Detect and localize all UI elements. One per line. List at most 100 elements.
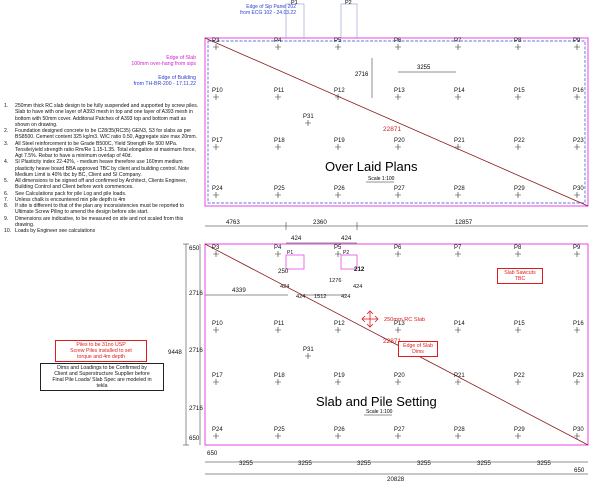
pile-marker bbox=[395, 192, 401, 198]
dim-212: 212 bbox=[354, 266, 365, 273]
pile-label: P3 bbox=[212, 245, 220, 251]
pile-spec-line2: Screw Piles installed to set bbox=[70, 348, 132, 354]
dim-424-c: 424 bbox=[280, 284, 289, 290]
pile-marker bbox=[275, 379, 281, 385]
sip-edge-label: Edge of Sip Panel 202 from ECG 102 - 24.… bbox=[236, 4, 296, 16]
pile-marker bbox=[455, 251, 461, 257]
pile-marker bbox=[515, 251, 521, 257]
pile-label: P28 bbox=[454, 186, 465, 192]
slab-edge-line2: 100mm over-hang from sips bbox=[131, 61, 196, 68]
pile-label: P20 bbox=[394, 138, 405, 144]
pile-marker bbox=[213, 379, 219, 385]
note-text: SI Plasticity index 22-42%, - medium hea… bbox=[15, 159, 190, 178]
dim-h-650-right: 650 bbox=[574, 467, 585, 474]
dim-4339: 4339 bbox=[232, 287, 246, 294]
pile-label: P15 bbox=[514, 88, 525, 94]
pile-label: P13 bbox=[394, 88, 405, 94]
pile-label: P14 bbox=[454, 88, 465, 94]
pile-spec-note: Piles to be 31no USP Screw Piles install… bbox=[55, 340, 147, 362]
note-text: Unless chalk is encountered min pile dep… bbox=[15, 196, 126, 203]
vertical-dimensions: 9448 650 2716 2716 2716 650 bbox=[168, 243, 203, 446]
pile-marker-p31 bbox=[305, 353, 311, 359]
note-item: 5.All dimensions to be signed off and co… bbox=[4, 178, 200, 191]
pile-marker bbox=[574, 144, 580, 150]
pile-p1-mid: P1 bbox=[287, 250, 293, 256]
note-text: Foundation designed concrete to be C28/3… bbox=[15, 128, 198, 141]
pile-marker bbox=[574, 94, 580, 100]
note-item: 3.All Steel reinforcement to be Grade B5… bbox=[4, 141, 200, 160]
sawcuts-note: Slab Sawcuts TBC bbox=[497, 268, 543, 284]
pile-label: P9 bbox=[573, 38, 581, 44]
dim-v-2716-b: 2716 bbox=[189, 347, 203, 354]
slab-type-label: 250mm RC Slab bbox=[384, 317, 425, 323]
pile-label: P11 bbox=[274, 321, 285, 327]
pile-label: P19 bbox=[334, 138, 345, 144]
pile-marker bbox=[335, 192, 341, 198]
pile-label: P11 bbox=[274, 88, 285, 94]
pile-label: P6 bbox=[394, 245, 402, 251]
pile-label: P6 bbox=[394, 38, 402, 44]
pile-marker bbox=[574, 433, 580, 439]
note-number: 4. bbox=[4, 159, 9, 166]
dim-2360: 2360 bbox=[313, 219, 327, 226]
confirm-line2: Client and Superstructure Supplier befor… bbox=[54, 371, 150, 377]
pile-marker bbox=[455, 433, 461, 439]
dim-h-3255-1: 3255 bbox=[239, 460, 253, 467]
pile-spec-line1: Piles to be 31no USP bbox=[76, 342, 126, 348]
pile-marker bbox=[395, 94, 401, 100]
building-edge-line1: Edge of Building bbox=[158, 75, 196, 81]
pile-marker bbox=[515, 327, 521, 333]
pile-label: P26 bbox=[334, 186, 345, 192]
pile-label: P29 bbox=[514, 427, 525, 433]
pile-label: P5 bbox=[334, 245, 342, 251]
pile-p2-label: P2 bbox=[345, 0, 352, 6]
pile-marker bbox=[455, 327, 461, 333]
title-top: Over Laid Plans bbox=[325, 159, 418, 174]
building-outline-top bbox=[207, 40, 586, 204]
confirm-line3: Final Pile Loads/ Slab Spec are modeled … bbox=[52, 377, 152, 383]
pile-label: P19 bbox=[334, 373, 345, 379]
pile-marker bbox=[395, 379, 401, 385]
note-item: 7.Unless chalk is encountered min pile d… bbox=[4, 197, 200, 203]
note-item: 4. SI Plasticity index 22-42%, - medium h… bbox=[4, 159, 200, 178]
pile-marker bbox=[213, 251, 219, 257]
pile-marker bbox=[455, 44, 461, 50]
pile-label: P10 bbox=[212, 88, 223, 94]
note-text: 250mm thick RC slab design to be fully s… bbox=[15, 103, 199, 128]
pile-label: P8 bbox=[514, 245, 522, 251]
dim-v-650-bottom: 650 bbox=[189, 435, 200, 442]
note-text: If site is different to that of the plan… bbox=[15, 203, 184, 216]
pile-marker bbox=[395, 144, 401, 150]
pile-label: P12 bbox=[334, 88, 345, 94]
pile-marker-p31 bbox=[305, 120, 311, 126]
note-number: 1. bbox=[4, 103, 9, 109]
note-item: 9.Dimensions are indicative, to be measu… bbox=[4, 216, 200, 229]
diag-dim-top: 22871 bbox=[383, 126, 401, 133]
note-number: 6. bbox=[4, 190, 9, 197]
pile-label: P17 bbox=[212, 373, 223, 379]
dim-20828: 20828 bbox=[387, 476, 405, 483]
pile-marker bbox=[335, 251, 341, 257]
pile-label: P16 bbox=[573, 321, 584, 327]
dim-h-3255-5: 3255 bbox=[477, 460, 491, 467]
dim-9448: 9448 bbox=[168, 349, 182, 356]
note-item: 2.Foundation designed concrete to be C28… bbox=[4, 128, 200, 141]
pile-marker bbox=[574, 251, 580, 257]
pile-label: P27 bbox=[394, 427, 405, 433]
pile-label: P26 bbox=[334, 427, 345, 433]
edge-slab-line1: Edge of Slab bbox=[403, 343, 433, 349]
pile-label: P20 bbox=[394, 373, 405, 379]
pile-label: P17 bbox=[212, 138, 223, 144]
pile-marker bbox=[275, 251, 281, 257]
note-number: 9. bbox=[4, 215, 9, 222]
pile-label: P29 bbox=[514, 186, 525, 192]
dim-4763: 4763 bbox=[226, 219, 240, 226]
pile-marker bbox=[335, 433, 341, 439]
dim-424-e: 424 bbox=[296, 294, 305, 300]
pile-marker bbox=[574, 327, 580, 333]
pile-marker bbox=[395, 433, 401, 439]
note-number: 10. bbox=[4, 228, 12, 234]
pile-marker bbox=[335, 144, 341, 150]
